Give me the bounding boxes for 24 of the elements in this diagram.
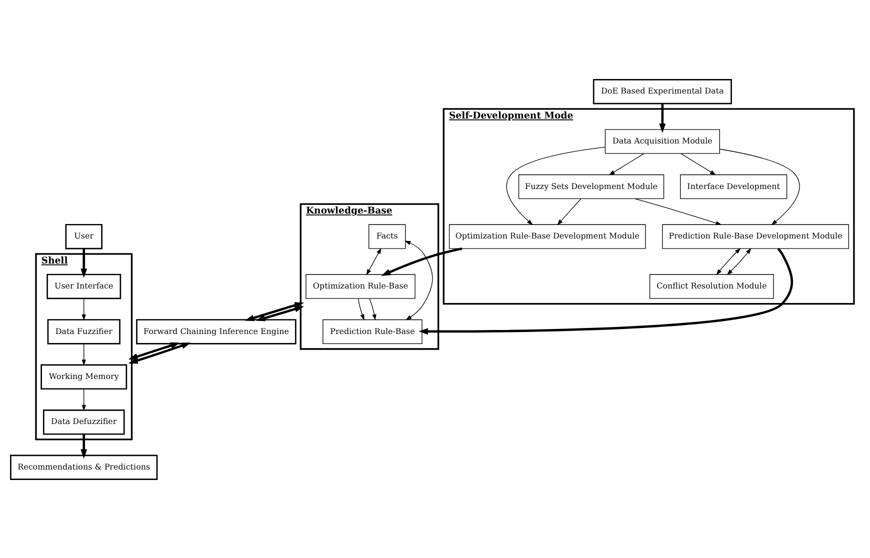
arrow — [358, 298, 364, 320]
arrow — [244, 302, 304, 321]
arrow — [366, 247, 382, 275]
arrow — [82, 298, 86, 320]
arrow — [719, 148, 800, 225]
arrow — [634, 198, 722, 225]
arrow — [256, 305, 304, 321]
arrow — [716, 248, 741, 275]
arrow — [418, 247, 794, 334]
arrow — [726, 247, 752, 275]
arrow — [80, 434, 88, 458]
arrow — [82, 388, 86, 410]
arrow — [128, 342, 180, 360]
arrow — [381, 246, 462, 276]
arrow — [82, 343, 86, 366]
arrow — [80, 248, 88, 278]
arrow — [557, 198, 582, 225]
arrow — [404, 240, 433, 320]
arrow — [128, 342, 191, 364]
arrow — [659, 103, 666, 132]
arrow — [506, 146, 606, 225]
arrow — [680, 152, 716, 175]
arrow — [608, 152, 644, 175]
arrow — [369, 298, 376, 320]
